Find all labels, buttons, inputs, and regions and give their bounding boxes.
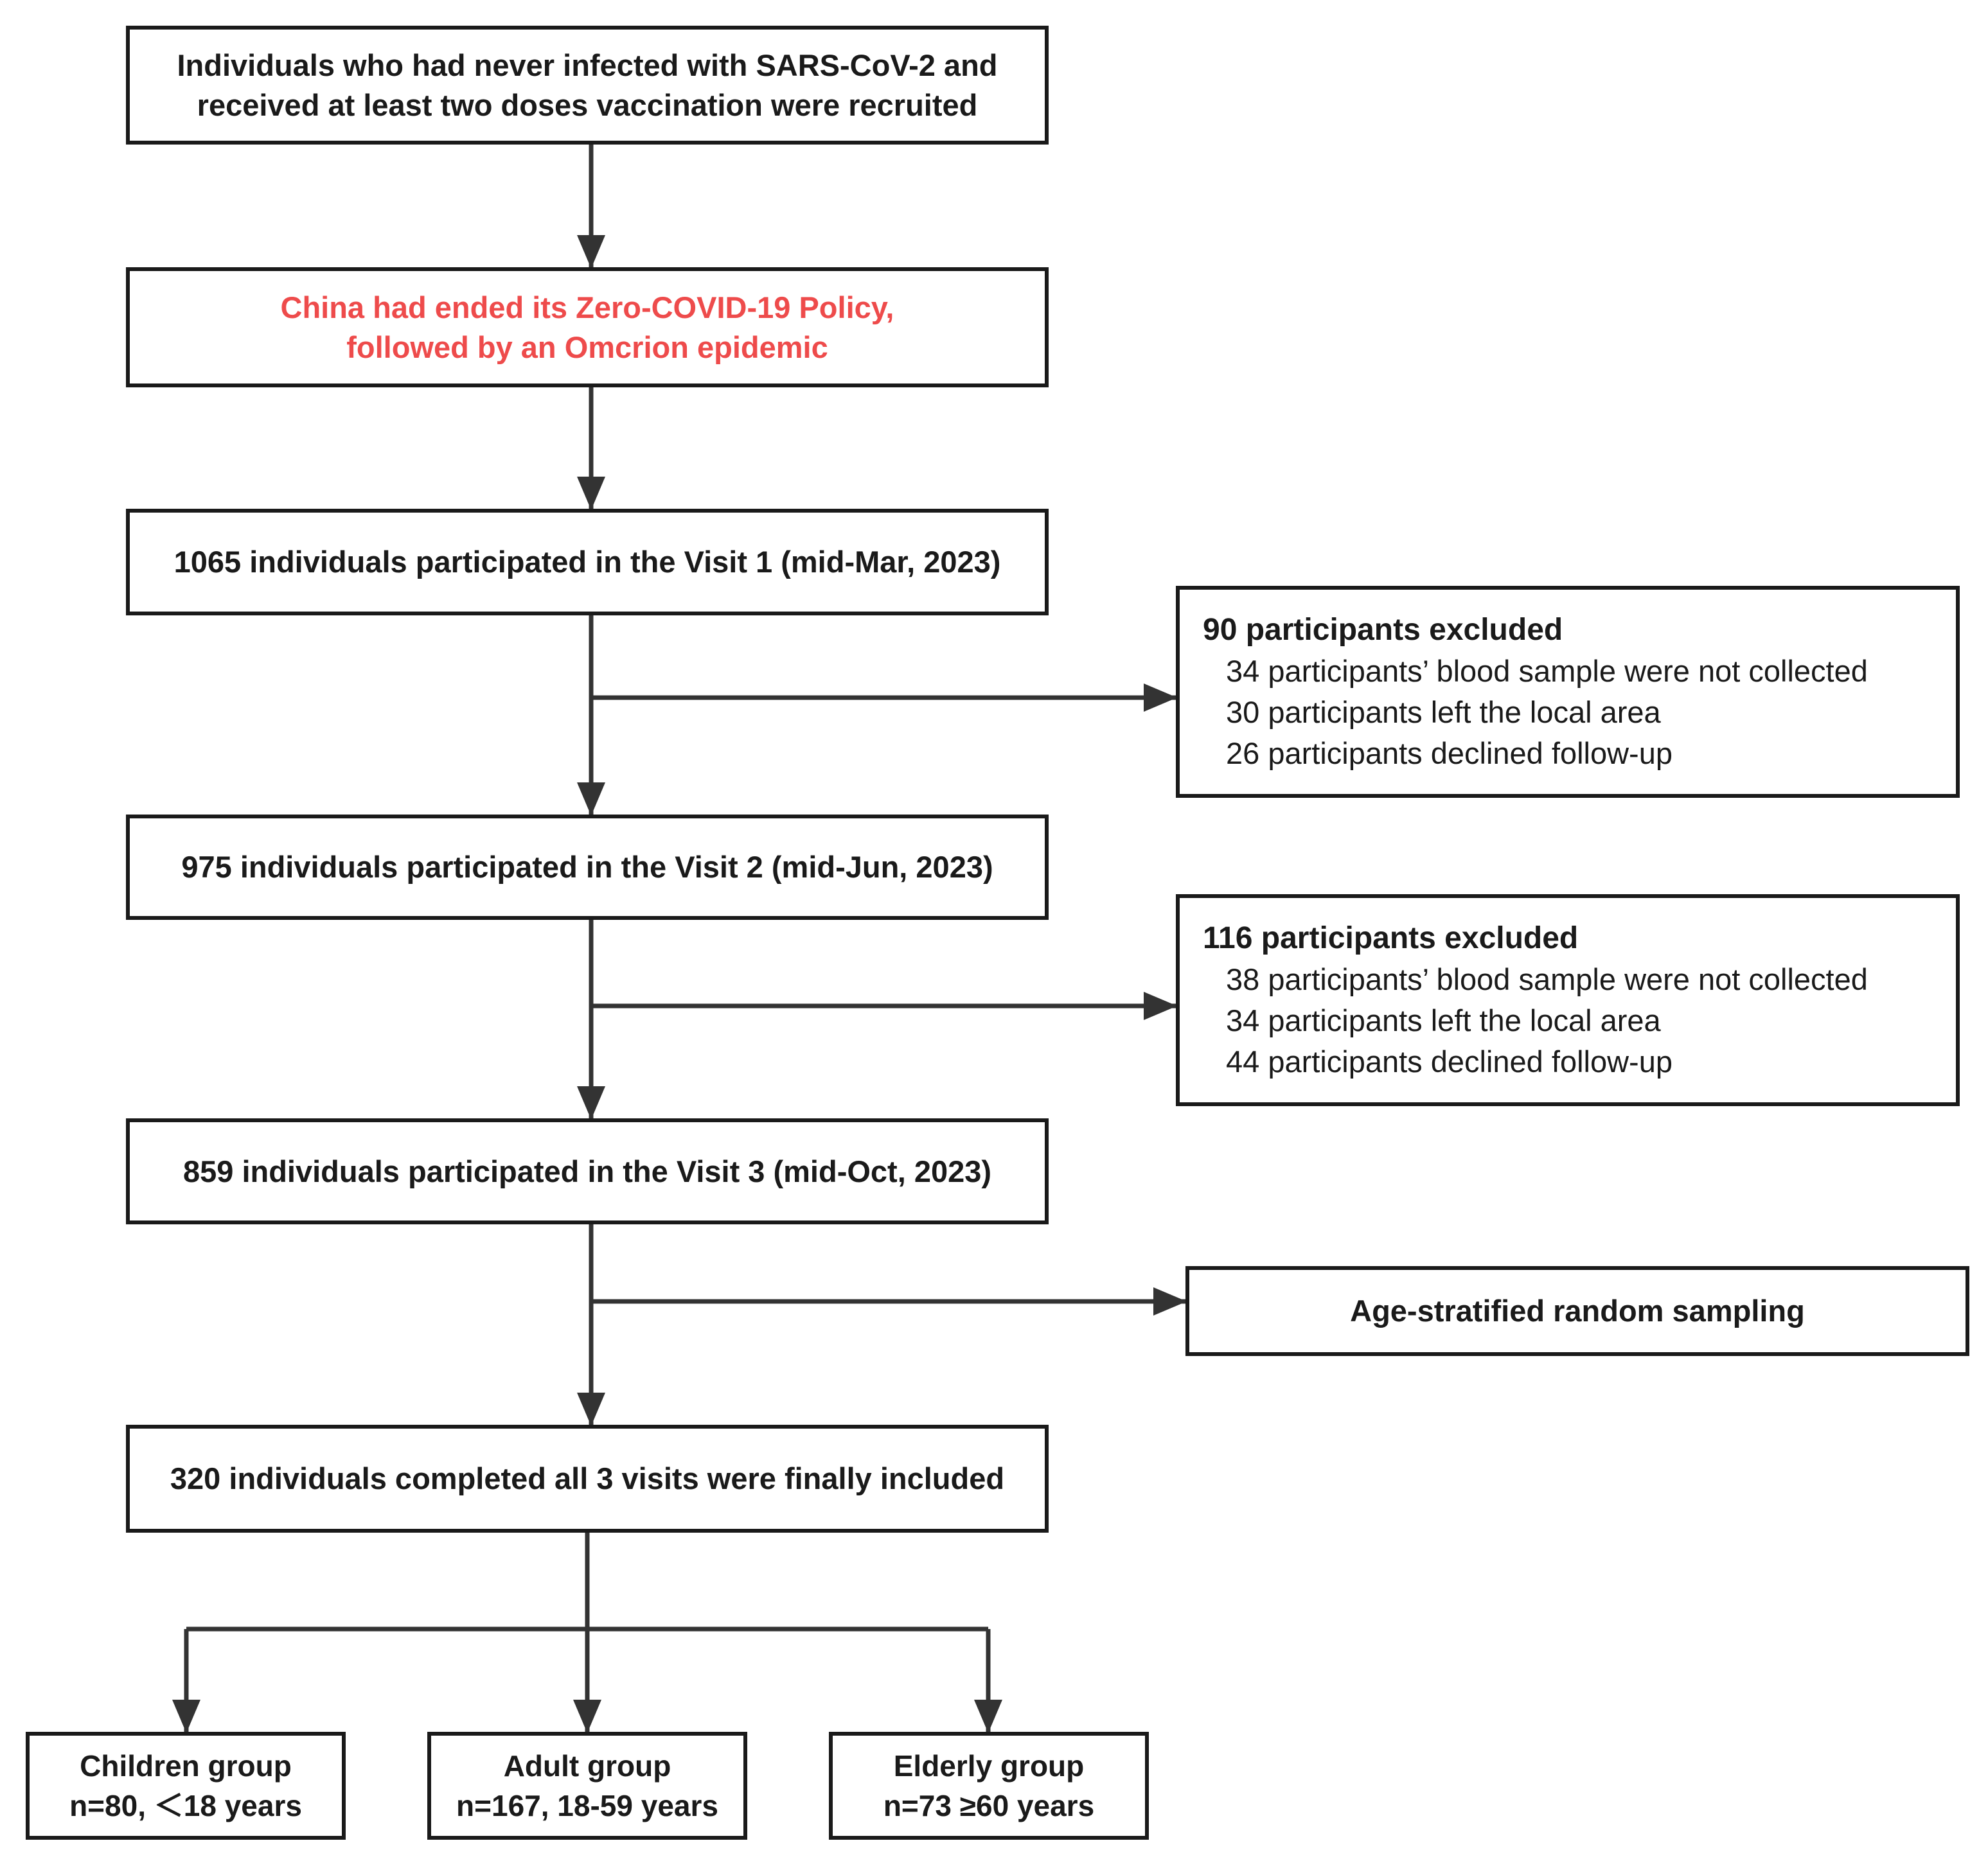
elderly-group-name: Elderly group bbox=[893, 1749, 1085, 1783]
exclusion-1-title: 90 participants excluded bbox=[1203, 613, 1563, 647]
elderly-group-box: Elderly group n=73 ≥60 years bbox=[829, 1732, 1149, 1840]
visit2-box: 975 individuals participated in the Visi… bbox=[126, 815, 1049, 920]
exclusion-box-1: 90 participants excluded 34 participants… bbox=[1176, 586, 1960, 798]
exclusion-box-2: 116 participants excluded 38 participant… bbox=[1176, 894, 1960, 1106]
adult-group-name: Adult group bbox=[503, 1749, 671, 1783]
exclusion-1-reason: 30 participants left the local area bbox=[1226, 695, 1661, 729]
policy-box: China had ended its Zero-COVID-19 Policy… bbox=[126, 267, 1049, 387]
policy-text-line2: followed by an Omcrion epidemic bbox=[346, 330, 828, 364]
final-inclusion-text: 320 individuals completed all 3 visits w… bbox=[170, 1461, 1005, 1495]
visit3-text: 859 individuals participated in the Visi… bbox=[182, 1154, 992, 1188]
visit1-text: 1065 individuals participated in the Vis… bbox=[173, 545, 1001, 579]
children-group-box: Children group n=80, ＜18 years bbox=[26, 1732, 346, 1840]
recruitment-text-line2: received at least two doses vaccination … bbox=[197, 87, 978, 122]
recruitment-text-line1: Individuals who had never infected with … bbox=[177, 48, 998, 82]
visit2-text: 975 individuals participated in the Visi… bbox=[181, 850, 993, 884]
exclusion-2-reason: 44 participants declined follow-up bbox=[1226, 1044, 1673, 1079]
exclusion-2-reason: 38 participants’ blood sample were not c… bbox=[1226, 962, 1868, 996]
sampling-box: Age-stratified random sampling bbox=[1185, 1266, 1969, 1356]
policy-text-line1: China had ended its Zero-COVID-19 Policy… bbox=[280, 290, 894, 324]
exclusion-2-title: 116 participants excluded bbox=[1203, 921, 1579, 955]
elderly-group-detail: n=73 ≥60 years bbox=[883, 1789, 1095, 1822]
final-inclusion-box: 320 individuals completed all 3 visits w… bbox=[126, 1425, 1049, 1533]
exclusion-1-reason: 26 participants declined follow-up bbox=[1226, 736, 1673, 770]
exclusion-1-reason: 34 participants’ blood sample were not c… bbox=[1226, 654, 1868, 688]
visit1-box: 1065 individuals participated in the Vis… bbox=[126, 509, 1049, 615]
adult-group-detail: n=167, 18-59 years bbox=[456, 1789, 718, 1822]
visit3-box: 859 individuals participated in the Visi… bbox=[126, 1118, 1049, 1224]
recruitment-box: Individuals who had never infected with … bbox=[126, 26, 1049, 145]
children-group-detail: n=80, ＜18 years bbox=[69, 1789, 302, 1822]
exclusion-2-reason: 34 participants left the local area bbox=[1226, 1003, 1661, 1037]
adult-group-box: Adult group n=167, 18-59 years bbox=[427, 1732, 747, 1840]
sampling-text: Age-stratified random sampling bbox=[1350, 1294, 1805, 1328]
children-group-name: Children group bbox=[80, 1749, 292, 1783]
